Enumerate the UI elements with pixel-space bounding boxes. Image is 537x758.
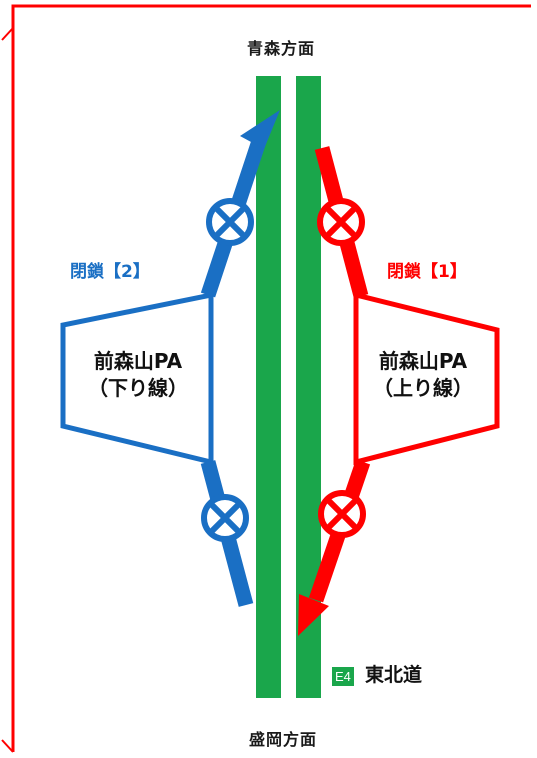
arrow-left-head bbox=[240, 110, 280, 149]
route-name: 東北道 bbox=[365, 664, 423, 686]
closure-icon-right-bottom bbox=[318, 490, 366, 538]
parking-area-left bbox=[60, 110, 280, 607]
pa-name-right: 前森山PA bbox=[378, 349, 468, 373]
frame-border bbox=[11, 4, 531, 752]
route-badge: E4 bbox=[332, 667, 354, 686]
closure-icon-left-bottom bbox=[201, 494, 249, 542]
parking-area-right bbox=[298, 146, 500, 636]
route-label: E4 東北道 bbox=[332, 660, 422, 687]
arrow-right-head bbox=[298, 594, 329, 636]
frame-corner-top bbox=[1, 27, 14, 41]
direction-north-label: 青森方面 bbox=[247, 39, 316, 58]
pa-label-right: 前森山PA （上り線） bbox=[361, 348, 485, 402]
frame-corner-bottom bbox=[1, 739, 14, 753]
pa-label-left: 前森山PA （下り線） bbox=[76, 348, 200, 402]
lane-southbound bbox=[256, 76, 281, 698]
pa-sub-right: （上り線） bbox=[373, 376, 473, 400]
closure-label-right: 閉鎖【1】 bbox=[387, 262, 467, 282]
pa-name-left: 前森山PA bbox=[93, 349, 183, 373]
direction-south-label: 盛岡方面 bbox=[249, 730, 318, 749]
closure-icon-left-top bbox=[206, 198, 254, 246]
closure-icon-right-top bbox=[317, 198, 365, 246]
closure-label-left: 閉鎖【2】 bbox=[70, 262, 150, 282]
pa-sub-left: （下り線） bbox=[88, 376, 188, 400]
